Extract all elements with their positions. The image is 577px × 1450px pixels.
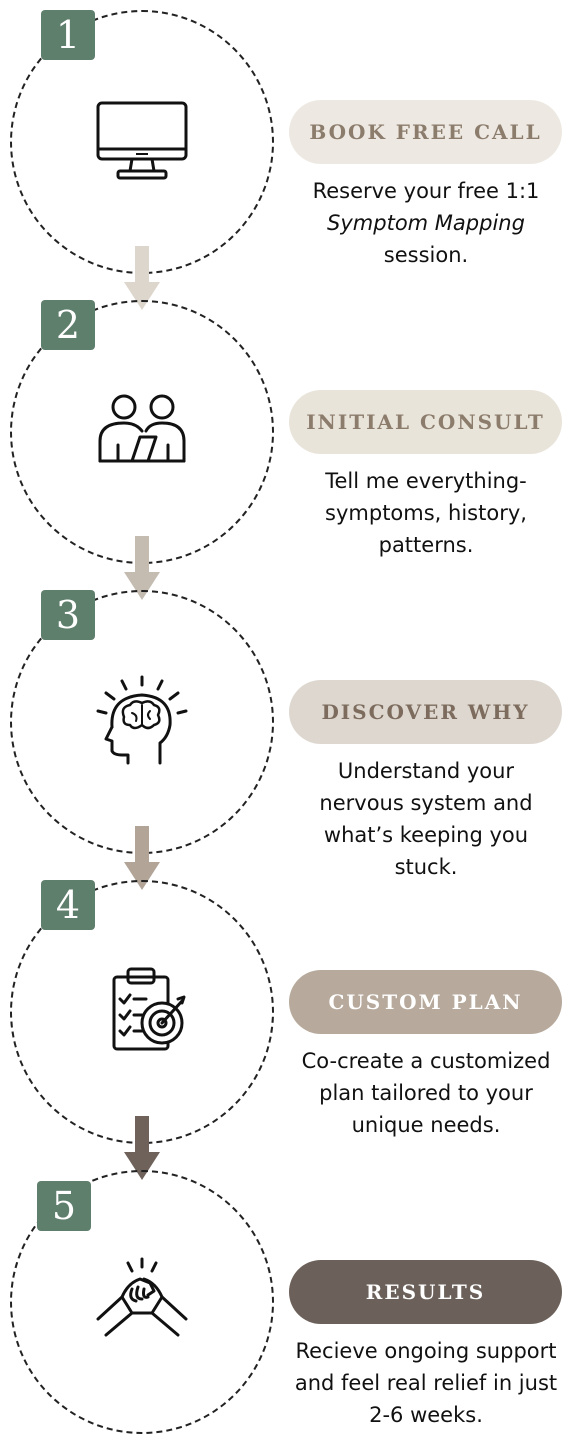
step-number-badge: 5 — [37, 1181, 91, 1231]
step-2: 2 INITIAL CONSULT Tell me everything- sy… — [0, 290, 577, 580]
step-5: 5 RESULTS Recieve ongoing support and fe… — [0, 1160, 577, 1450]
step-number-badge: 1 — [41, 10, 95, 60]
step-title-pill: RESULTS — [289, 1260, 562, 1324]
desc-text: Reserve your free 1:1 — [312, 179, 540, 203]
step-description: Understand your nervous system and what’… — [319, 759, 533, 879]
step-1: 1 BOOK FREE CALL Reserve your free 1:1 S… — [0, 0, 577, 290]
step-title-pill: DISCOVER WHY — [289, 680, 562, 744]
step-title: RESULTS — [365, 1280, 486, 1304]
step-description: Recieve ongoing support and feel real re… — [294, 1339, 558, 1427]
step-number-badge: 3 — [41, 590, 95, 640]
down-arrow-icon — [124, 246, 160, 310]
brain-idea-icon — [96, 675, 188, 765]
step-number-badge: 2 — [41, 300, 95, 350]
down-arrow-icon — [124, 1116, 160, 1180]
step-circle — [10, 1170, 274, 1434]
step-title-pill: CUSTOM PLAN — [289, 970, 562, 1034]
step-title-pill: BOOK FREE CALL — [289, 100, 562, 164]
step-title: BOOK FREE CALL — [309, 120, 542, 144]
desc-emphasis: Symptom Mapping — [327, 211, 525, 235]
desc-text: session. — [383, 243, 469, 267]
step-description: Tell me everything- symptoms, history, p… — [325, 469, 527, 557]
monitor-icon — [96, 101, 188, 180]
step-title: CUSTOM PLAN — [328, 990, 523, 1014]
step-description: Co-create a customized plan tailored to … — [301, 1049, 551, 1137]
consultation-icon — [98, 394, 186, 463]
down-arrow-icon — [124, 536, 160, 600]
down-arrow-icon — [124, 826, 160, 890]
step-4: 4 CUSTOM PLAN Co-create a customized pla… — [0, 870, 577, 1160]
step-title-pill: INITIAL CONSULT — [289, 390, 562, 454]
clipboard-target-icon — [112, 967, 186, 1051]
step-description: Reserve your free 1:1 Symptom Mapping se… — [286, 175, 566, 271]
step-number-badge: 4 — [41, 880, 95, 930]
handshake-icon — [96, 1257, 188, 1337]
step-title: DISCOVER WHY — [321, 700, 530, 724]
step-title: INITIAL CONSULT — [306, 410, 545, 434]
step-3: 3 DISCOVER WHY Understand your nervous s… — [0, 580, 577, 879]
